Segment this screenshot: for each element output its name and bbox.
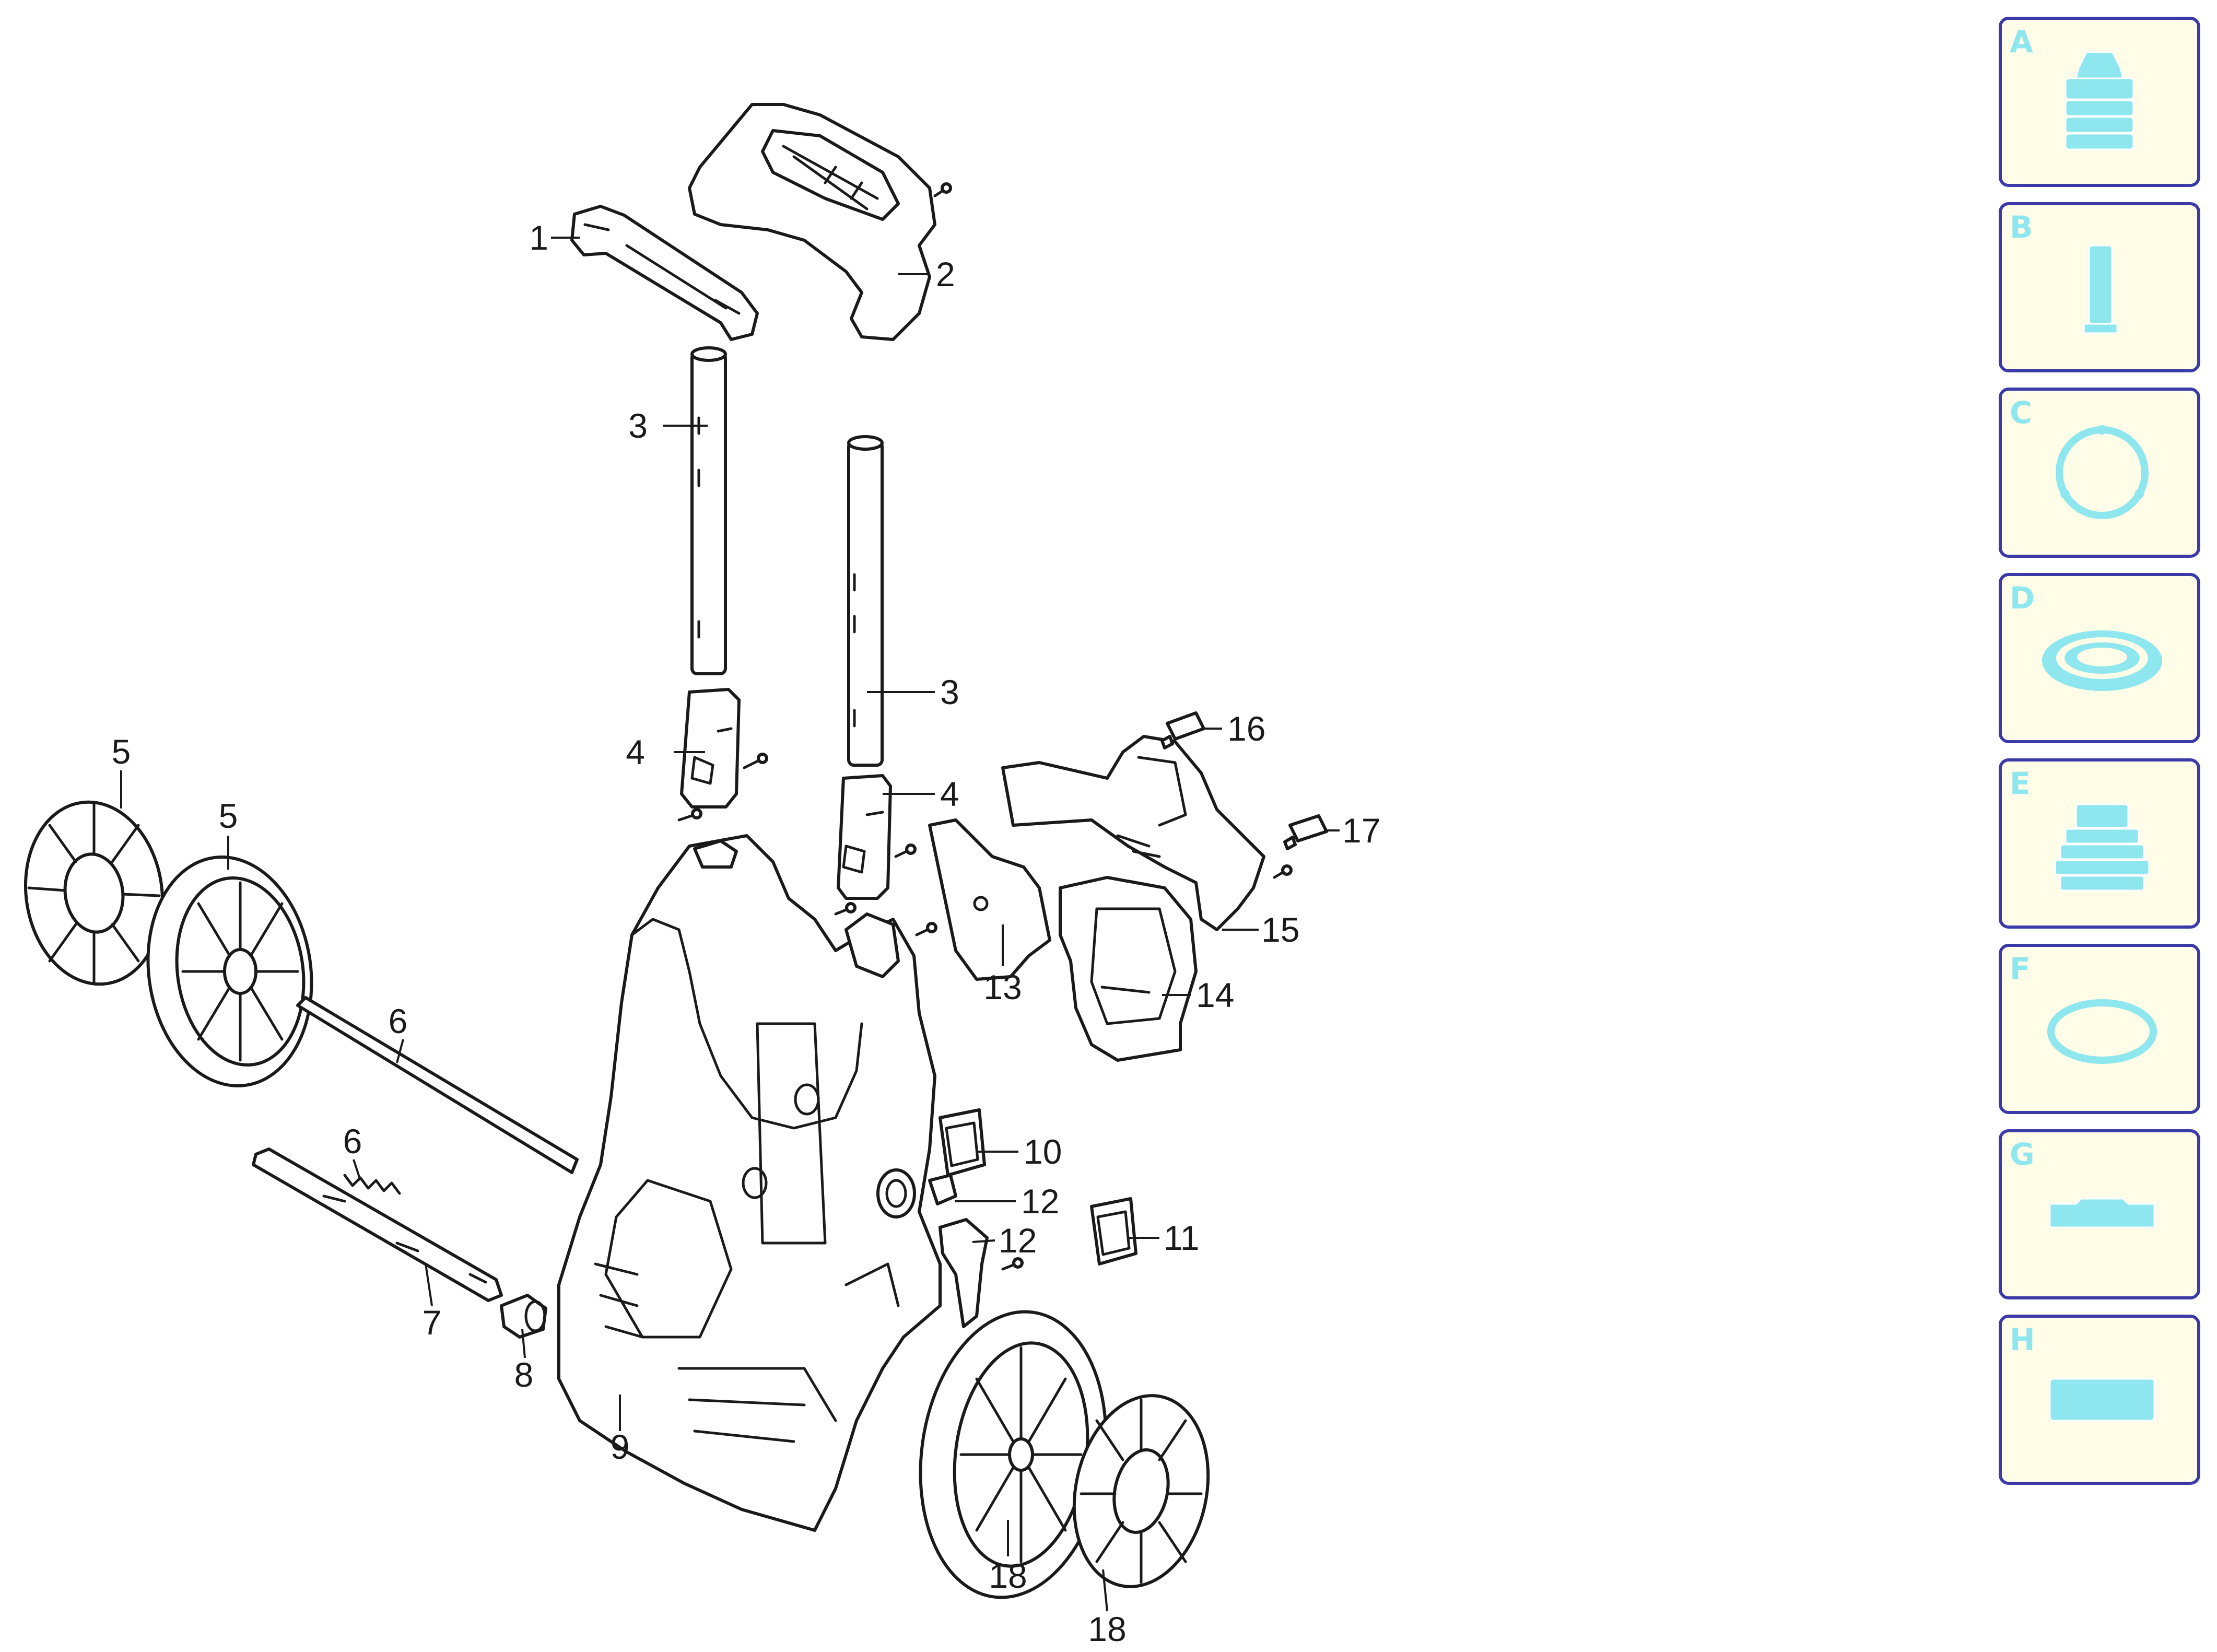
callout-4: 4 (626, 733, 645, 771)
callout-9: 7 (423, 1303, 442, 1342)
legend-tile-f[interactable]: F (1999, 944, 2200, 1114)
tile-letter: C (2010, 395, 2032, 430)
tile-letter: B (2010, 209, 2033, 245)
part-18-bolt-lower[interactable] (1283, 814, 1328, 850)
part-14-clip[interactable] (928, 1174, 957, 1205)
callout-6: 18 (989, 1556, 1027, 1595)
block-seal-icon (2049, 1378, 2155, 1422)
part-6-wheel-right[interactable] (902, 1299, 1123, 1609)
callout-1: 1 (529, 218, 548, 257)
callout-3: 3 (940, 673, 959, 711)
tank-cap-icon (2064, 51, 2134, 150)
callout-14: 12 (1021, 1182, 1059, 1221)
legend-tile-d[interactable]: D (1999, 573, 2200, 743)
o-ring-icon (2047, 999, 2157, 1064)
part-18-bolt-upper[interactable] (1160, 711, 1205, 749)
callout-8: 6 (343, 1122, 362, 1161)
callout-7: 6 (389, 1002, 408, 1040)
callout-15: 13 (983, 968, 1022, 1006)
part-17-hose-holder[interactable] (1001, 735, 1293, 931)
part-5-hubcap-right[interactable] (1057, 1383, 1225, 1599)
tile-letter: D (2010, 580, 2035, 616)
legend-tiles: A B C (1999, 17, 2200, 1485)
filter-cartridge-icon (2083, 244, 2118, 334)
tile-letter: E (2010, 766, 2031, 801)
callout-16: 14 (1196, 976, 1234, 1014)
part-13-lever[interactable] (939, 1218, 1024, 1328)
part-2-carry-handle[interactable] (688, 103, 952, 341)
part-12-cover-lower[interactable] (1090, 1197, 1137, 1266)
legend-tile-g[interactable]: G (1999, 1129, 2200, 1299)
callout-13: 12 (999, 1221, 1037, 1260)
flat-seal-icon (2049, 1198, 2155, 1228)
part-9-latch-bar[interactable] (252, 1147, 503, 1302)
part-3-tube-right[interactable] (847, 435, 884, 767)
part-5-hubcap-left[interactable] (14, 793, 174, 993)
callout-6: 5 (219, 796, 238, 835)
tile-letter: G (2010, 1137, 2035, 1172)
part-4-sleeve-left[interactable] (677, 688, 768, 822)
callout-labels: 1 2 3 3 4 4 5 5 6 6 7 8 9 10 11 12 12 13… (112, 218, 1381, 1648)
legend-tile-e[interactable]: E (1999, 758, 2200, 929)
seal-washer-icon (2042, 630, 2162, 691)
part-7-axle[interactable] (296, 996, 579, 1174)
leader-lines (120, 237, 1340, 1612)
legend-tile-a[interactable]: A (1999, 17, 2200, 187)
callout-3: 3 (628, 406, 648, 445)
part-8-spring[interactable] (343, 1174, 401, 1195)
part-11-main-frame[interactable] (557, 834, 942, 1532)
part-16-pump-housing[interactable] (1059, 876, 1198, 1062)
tile-letter: H (2010, 1322, 2035, 1357)
part-6-wheel-left[interactable] (134, 847, 326, 1097)
part-15-plate[interactable] (928, 818, 1051, 981)
legend-tile-h[interactable]: H (1999, 1315, 2200, 1485)
part-4-sleeve-right[interactable] (834, 774, 937, 936)
tile-letter: A (2010, 24, 2033, 60)
threaded-connector-icon (2054, 803, 2150, 892)
tile-letter: F (2010, 951, 2031, 987)
callout-11: 9 (611, 1427, 630, 1466)
callout-17: 15 (1261, 910, 1299, 949)
part-12-cover-upper[interactable] (939, 1108, 986, 1177)
part-1-handle-bar[interactable] (570, 205, 759, 341)
legend-tile-b[interactable]: B (1999, 202, 2200, 372)
callout-4: 4 (940, 775, 959, 813)
callout-18: 17 (1342, 811, 1380, 850)
callout-18: 16 (1227, 709, 1265, 748)
callout-5: 5 (112, 732, 131, 771)
callout-10: 8 (514, 1355, 534, 1394)
callout-12: 11 (1164, 1219, 1200, 1257)
part-3-tube-left[interactable] (690, 346, 727, 675)
callout-2: 2 (936, 255, 955, 294)
callout-12: 10 (1024, 1132, 1062, 1171)
legend-tile-c[interactable]: C (1999, 388, 2200, 558)
callout-5: 18 (1088, 1610, 1126, 1648)
gasket-ring-icon (2056, 425, 2149, 519)
part-10-cap[interactable] (500, 1294, 547, 1339)
